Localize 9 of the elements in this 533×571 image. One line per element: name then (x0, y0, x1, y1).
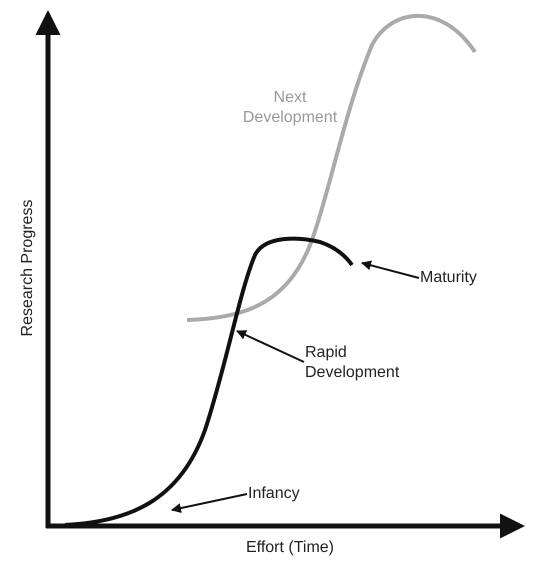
annotation-label: Maturity (420, 268, 510, 288)
curve-label: Next Development (242, 88, 338, 128)
annotation-label: Rapid Development (305, 343, 435, 383)
axis-title: Research Progress (18, 198, 37, 338)
leader-arrow (361, 260, 420, 279)
leader-arrow (171, 493, 248, 513)
annotation-label: Infancy (248, 484, 328, 504)
axis-title: Effort (Time) (244, 538, 335, 558)
leader-arrow (236, 330, 304, 363)
